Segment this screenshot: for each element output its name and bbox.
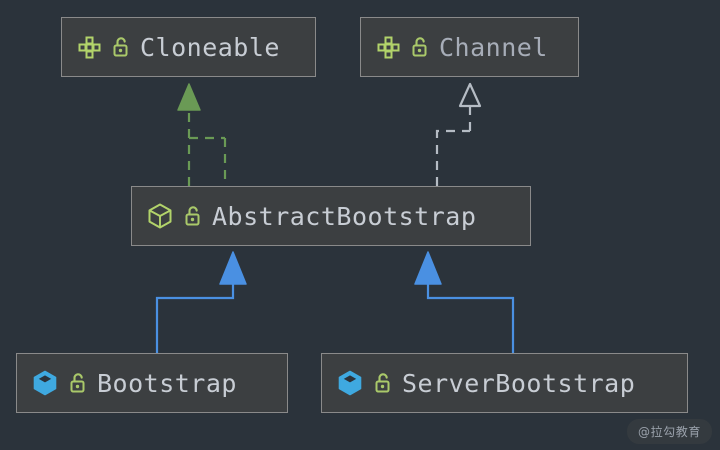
uml-node-server-bootstrap[interactable]: ServerBootstrap [321,353,688,413]
filled-triangle-arrowhead-icon [414,251,442,285]
filled-triangle-arrowhead-icon [177,83,201,111]
uml-node-label: AbstractBootstrap [212,201,477,231]
class-cube-icon [31,369,59,397]
unlocked-padlock-icon [373,371,393,395]
abstract-class-cube-icon [146,202,174,230]
edge-abstractbootstrap-implements-cloneable [177,83,227,186]
filled-triangle-arrowhead-icon [219,251,247,285]
uml-node-label: Channel [439,32,548,62]
watermark: @拉勾教育 [626,419,712,444]
edge-line [155,280,235,353]
unlocked-padlock-icon [68,371,88,395]
uml-node-bootstrap[interactable]: Bootstrap [16,353,288,413]
uml-node-label: Bootstrap [97,368,237,398]
edge-abstractbootstrap-implements-channel [435,82,482,186]
unlocked-padlock-icon [111,35,131,59]
uml-node-channel[interactable]: Channel [360,17,579,77]
class-cube-icon [336,369,364,397]
uml-node-label: Cloneable [140,32,280,62]
edge-line [187,136,225,186]
uml-node-cloneable[interactable]: Cloneable [61,17,316,77]
edge-serverbootstrap-extends-abstractbootstrap [414,251,515,353]
uml-node-abstract-bootstrap[interactable]: AbstractBootstrap [131,186,531,246]
unlocked-padlock-icon [183,204,203,228]
hollow-triangle-arrowhead-icon [458,82,482,108]
interface-icon [375,34,401,60]
edge-line [435,129,470,186]
uml-node-label: ServerBootstrap [402,368,636,398]
edge-bootstrap-extends-abstractbootstrap [155,251,247,353]
edge-line [426,280,515,353]
unlocked-padlock-icon [410,35,430,59]
interface-icon [76,34,102,60]
